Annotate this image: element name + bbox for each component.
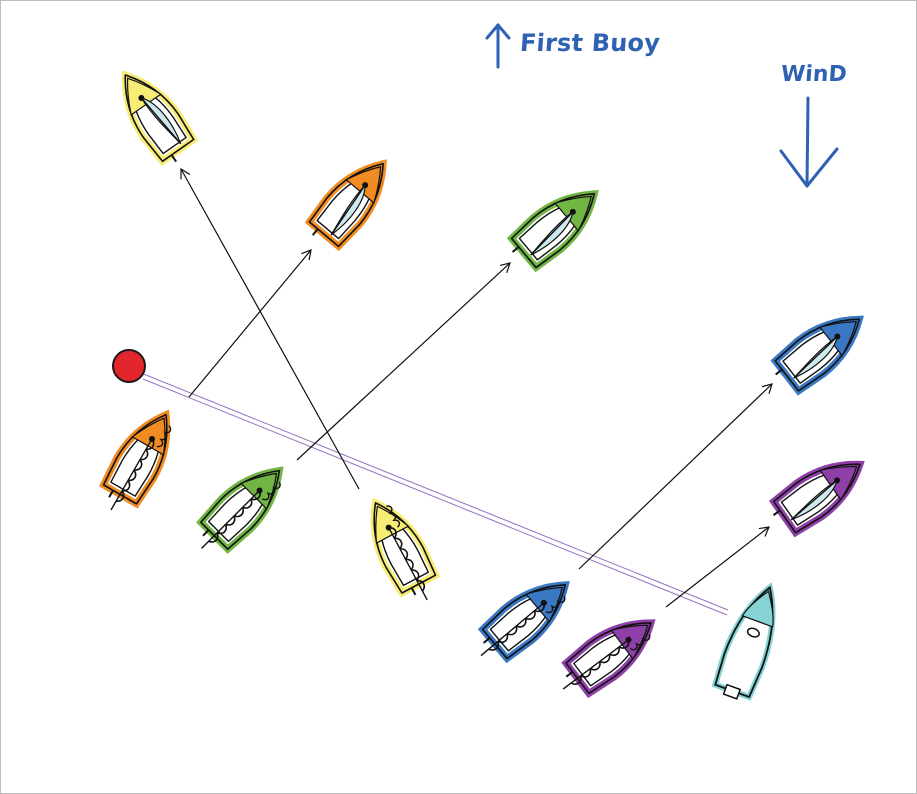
- blue-boat-sailing: [770, 315, 864, 396]
- yellow-course-arrow: [180, 167, 360, 490]
- wind-arrow-icon: [779, 96, 839, 188]
- wind-label: WinD: [780, 62, 848, 87]
- orange-course-arrow: [188, 249, 312, 398]
- course-arrows: [180, 167, 773, 608]
- start-line: [140, 372, 729, 616]
- yellow-boat-start: [370, 497, 441, 601]
- green-course-arrow: [296, 262, 511, 461]
- blue-course-arrow: [578, 383, 773, 570]
- pin-buoy: [112, 349, 146, 383]
- first-buoy-arrow-icon: [485, 23, 511, 69]
- blue-boat-start: [477, 581, 570, 664]
- committee-boat: [711, 582, 776, 701]
- purple-boat-sailing: [768, 460, 865, 538]
- green-boat-sailing: [506, 190, 599, 273]
- purple-course-arrow: [665, 526, 770, 608]
- green-boat-start: [196, 466, 284, 554]
- orange-boat-start: [98, 409, 172, 511]
- first-buoy-label: First Buoy: [519, 29, 662, 57]
- purple-boat-start: [561, 619, 656, 699]
- boats-layer: [98, 70, 865, 701]
- yellow-boat-sailing: [121, 70, 199, 167]
- orange-boat-sailing: [304, 159, 387, 252]
